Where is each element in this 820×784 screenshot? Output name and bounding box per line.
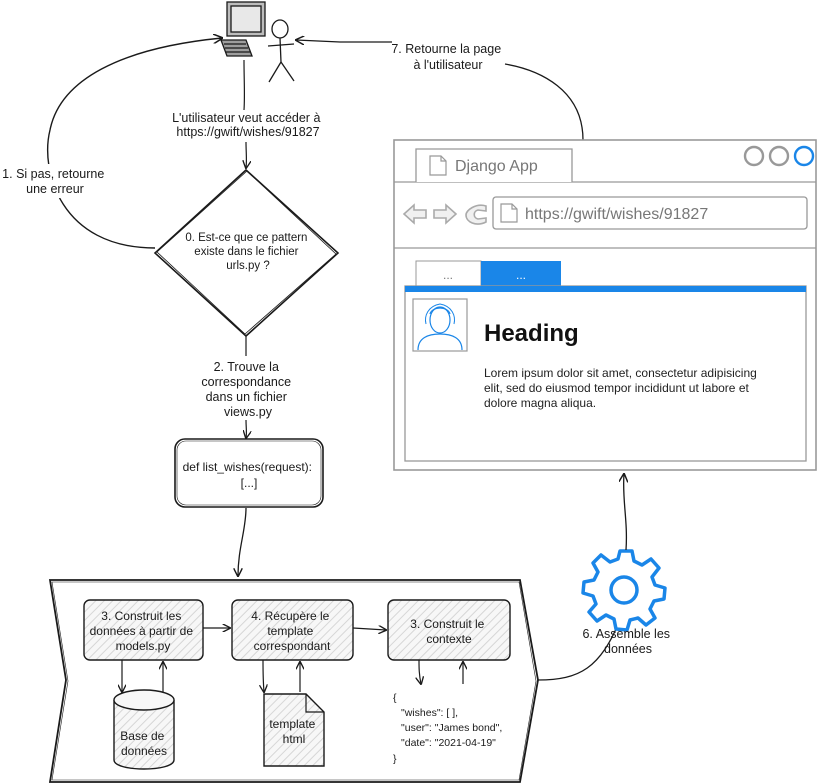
step-7-label: 7. Retourne la page à l'utilisateur — [391, 42, 504, 72]
url-bar[interactable] — [492, 196, 808, 230]
page-icon — [429, 155, 447, 176]
browser-window: Django App https://gwift/wishes/91827 ..… — [393, 139, 817, 471]
content-card — [404, 285, 807, 462]
view-function-box — [174, 438, 324, 508]
svg-text:...: ... — [443, 268, 453, 282]
content-body: Lorem ipsum dolor sit amet, consectetur … — [484, 366, 760, 410]
step-2-label: 2. Trouve la correspondance dans un fich… — [201, 360, 294, 419]
workstation-user-icon — [220, 1, 295, 83]
url-text: https://gwift/wishes/91827 — [525, 206, 708, 223]
view-code-label: def list_wishes(request): [...] — [183, 460, 316, 490]
step-3b-label: 3. Construit le contexte — [410, 617, 487, 646]
window-control-3[interactable] — [793, 145, 815, 167]
database-label: Base de données — [120, 729, 167, 758]
fetch-template-box — [231, 599, 354, 661]
template-label: template html — [269, 717, 318, 746]
step-6-label: 6. Assemble les données — [582, 627, 673, 656]
step-4-label: 4. Récupère le template correspondant — [251, 609, 332, 653]
content-tab-2[interactable] — [481, 261, 561, 286]
context-json: { "wishes": [ ], "user": "James bond", "… — [393, 692, 505, 765]
window-control-2[interactable] — [768, 145, 790, 167]
return-arrow — [296, 40, 392, 42]
user-request-label: L'utilisateur veut accéder à https://gwi… — [172, 111, 324, 139]
step-1-label: 1. Si pas, retourne une erreur — [2, 167, 108, 196]
to-browser-arrow — [624, 474, 627, 551]
step-3a-label: 3. Construit les données à partir de mod… — [90, 609, 197, 653]
build-context-box — [387, 599, 511, 661]
browser-tab[interactable] — [415, 148, 573, 182]
database-cylinder — [113, 700, 175, 770]
back-arrow-icon[interactable] — [402, 203, 427, 225]
decision-label: 0. Est-ce que ce pattern existe dans le … — [185, 232, 310, 272]
to-process-arrow — [238, 507, 247, 576]
error-loop-arrow — [47, 38, 222, 249]
svg-text:...: ... — [516, 268, 526, 282]
tab-title: Django App — [455, 158, 538, 175]
content-tab-1[interactable] — [415, 260, 482, 287]
forward-arrow-icon[interactable] — [433, 203, 458, 225]
reload-icon[interactable] — [465, 204, 487, 225]
build-data-box — [83, 599, 204, 661]
avatar-icon — [412, 298, 468, 352]
url-page-icon — [500, 203, 518, 223]
window-control-1[interactable] — [743, 145, 765, 167]
content-heading: Heading — [484, 320, 579, 347]
gear-icon — [581, 549, 667, 632]
